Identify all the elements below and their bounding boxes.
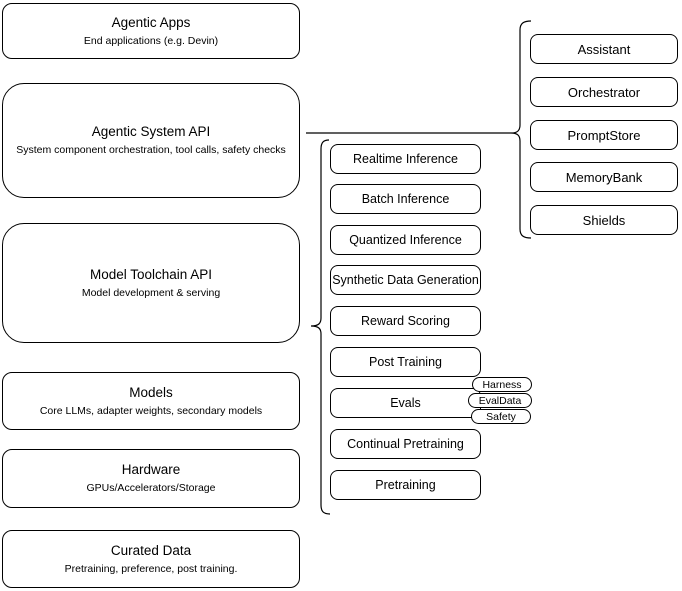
node-curated-data: Curated Data Pretraining, preference, po…: [2, 530, 300, 588]
node-label: Post Training: [369, 355, 442, 369]
node-hardware: Hardware GPUs/Accelerators/Storage: [2, 449, 300, 508]
node-models: Models Core LLMs, adapter weights, secon…: [2, 372, 300, 430]
node-label: Shields: [582, 212, 626, 228]
node-subtitle: Pretraining, preference, post training.: [64, 562, 238, 575]
node-shields: Shields: [530, 205, 678, 235]
node-label: Orchestrator: [567, 84, 641, 100]
node-label: Evals: [390, 396, 421, 410]
node-title: Agentic System API: [91, 124, 211, 140]
node-agentic-apps: Agentic Apps End applications (e.g. Devi…: [2, 3, 300, 59]
node-title: Model Toolchain API: [89, 266, 213, 282]
node-orchestrator: Orchestrator: [530, 77, 678, 107]
node-subtitle: System component orchestration, tool cal…: [16, 144, 286, 157]
tag-evaldata: EvalData: [468, 393, 532, 408]
node-promptstore: PromptStore: [530, 120, 678, 150]
node-label: Batch Inference: [361, 192, 450, 206]
node-subtitle: Model development & serving: [81, 286, 221, 299]
node-assistant: Assistant: [530, 34, 678, 64]
node-label: Realtime Inference: [353, 152, 458, 166]
node-subtitle: End applications (e.g. Devin): [83, 34, 219, 47]
node-memorybank: MemoryBank: [530, 162, 678, 192]
node-subtitle: GPUs/Accelerators/Storage: [86, 482, 216, 495]
node-title: Models: [129, 384, 173, 400]
node-label: Quantized Inference: [349, 233, 462, 247]
node-title: Hardware: [121, 462, 181, 478]
toolchain-brace: [310, 139, 331, 515]
node-label: PromptStore: [567, 127, 641, 143]
node-post-training: Post Training: [330, 347, 481, 377]
tag-label: EvalData: [478, 394, 522, 407]
node-batch-inference: Batch Inference: [330, 184, 481, 214]
node-label: Pretraining: [375, 478, 436, 492]
node-subtitle: Core LLMs, adapter weights, secondary mo…: [39, 404, 263, 417]
node-label: Synthetic Data Generation: [332, 273, 479, 287]
node-pretraining: Pretraining: [330, 470, 481, 500]
node-realtime-inference: Realtime Inference: [330, 144, 481, 174]
node-continual-pretraining: Continual Pretraining: [330, 429, 481, 459]
node-label: Assistant: [577, 41, 631, 57]
tag-harness: Harness: [472, 377, 532, 392]
node-evals: Evals: [330, 388, 481, 418]
node-agentic-system-api: Agentic System API System component orch…: [2, 83, 300, 198]
tag-label: Harness: [482, 378, 522, 391]
node-model-toolchain-api: Model Toolchain API Model development & …: [2, 223, 300, 343]
system-components-brace: [510, 20, 532, 239]
node-label: Continual Pretraining: [347, 437, 464, 451]
tag-safety: Safety: [471, 409, 531, 424]
node-title: Agentic Apps: [111, 14, 191, 30]
tag-label: Safety: [486, 410, 516, 423]
node-label: MemoryBank: [565, 169, 643, 185]
node-title: Curated Data: [110, 542, 192, 558]
node-reward-scoring: Reward Scoring: [330, 306, 481, 336]
node-synthetic-data-generation: Synthetic Data Generation: [330, 265, 481, 295]
node-label: Reward Scoring: [361, 314, 450, 328]
node-quantized-inference: Quantized Inference: [330, 225, 481, 255]
